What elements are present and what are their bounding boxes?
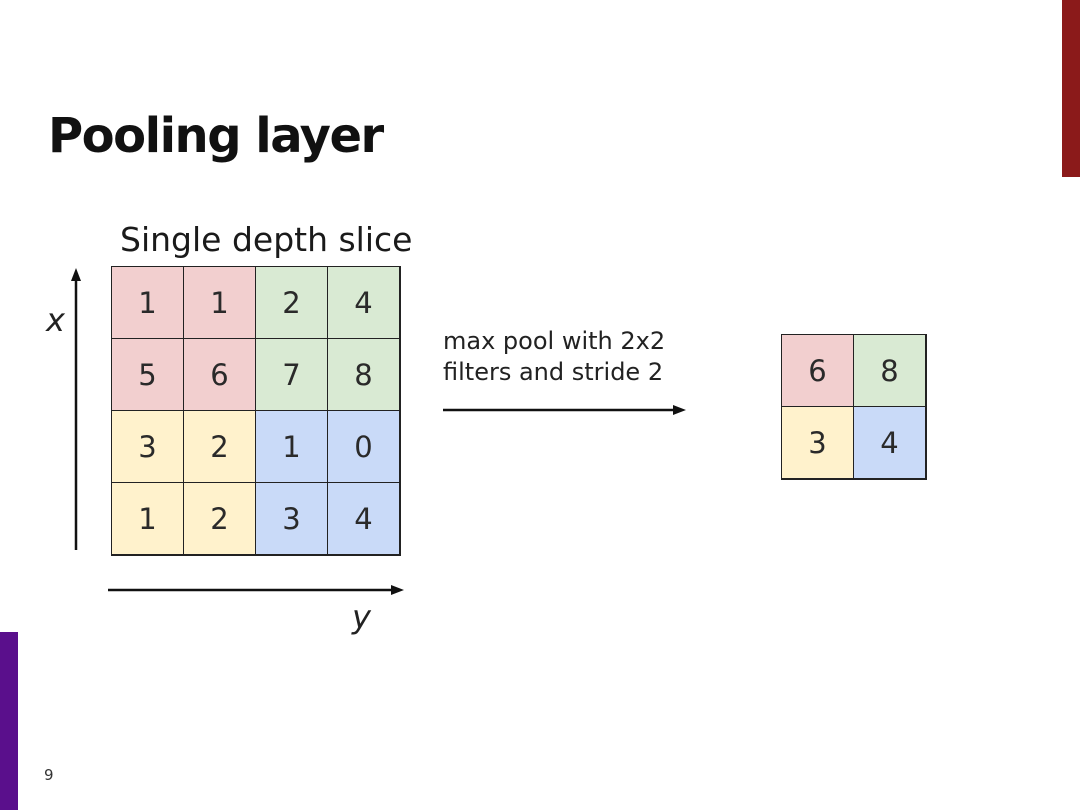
output-grid-cell-1-0: 3 — [781, 406, 854, 479]
page-number: 9 — [44, 766, 54, 784]
accent-bar-bottom-left — [0, 632, 18, 810]
pool-caption: max pool with 2x2 filters and stride 2 — [443, 326, 665, 388]
input-grid-cell-3-0: 1 — [111, 482, 184, 555]
x-axis-label: x — [46, 301, 65, 339]
input-grid-cell-2-3: 0 — [327, 410, 400, 483]
pool-caption-line-2: filters and stride 2 — [443, 358, 664, 386]
input-grid-cell-1-0: 5 — [111, 338, 184, 411]
output-grid-cell-1-1: 4 — [853, 406, 926, 479]
input-grid-cell-1-1: 6 — [183, 338, 256, 411]
input-grid-cell-0-3: 4 — [327, 266, 400, 339]
input-grid-cell-3-3: 4 — [327, 482, 400, 555]
pool-caption-line-1: max pool with 2x2 — [443, 327, 666, 355]
y-axis-arrow — [108, 585, 404, 595]
pool-arrow — [443, 405, 686, 415]
accent-bar-top-right — [1062, 0, 1080, 177]
input-grid-cell-1-3: 8 — [327, 338, 400, 411]
output-grid-cell-0-1: 8 — [853, 334, 926, 407]
output-grid-cell-0-0: 6 — [781, 334, 854, 407]
input-grid-cell-2-0: 3 — [111, 410, 184, 483]
input-grid-cell-3-1: 2 — [183, 482, 256, 555]
slice-label: Single depth slice — [120, 220, 413, 259]
slide-title: Pooling layer — [48, 108, 384, 164]
input-grid-cell-0-0: 1 — [111, 266, 184, 339]
y-axis-label: y — [352, 598, 371, 636]
x-axis-arrow — [71, 268, 81, 550]
input-grid-cell-3-2: 3 — [255, 482, 328, 555]
